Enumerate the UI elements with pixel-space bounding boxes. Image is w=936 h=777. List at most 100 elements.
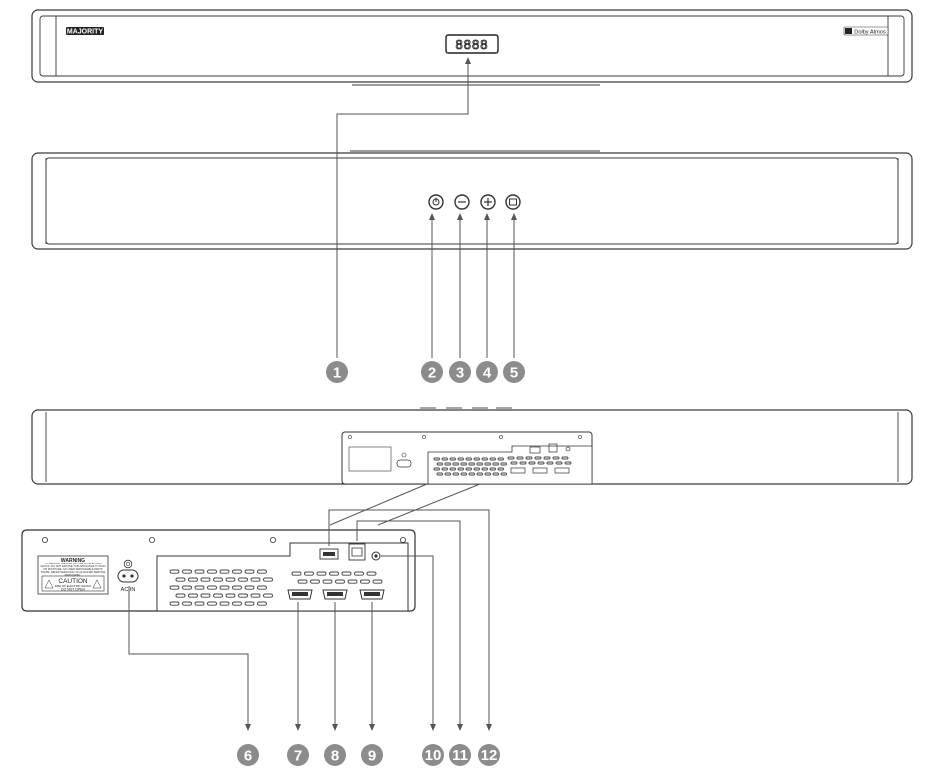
svg-text:1: 1 xyxy=(333,365,341,382)
vent-slot xyxy=(460,462,467,466)
vent-slot xyxy=(188,577,198,582)
vent-slot xyxy=(257,585,267,590)
vent-slot xyxy=(182,585,192,590)
power-button[interactable] xyxy=(428,194,444,210)
leader-lines xyxy=(128,57,517,731)
vent-slot xyxy=(213,593,223,598)
vent-slot xyxy=(537,461,545,465)
callout-1: 1 xyxy=(326,361,348,383)
vent-slot xyxy=(316,571,327,576)
vent-slot xyxy=(175,593,186,598)
vent-slot xyxy=(213,577,223,582)
vent-slot xyxy=(436,472,443,476)
vent-slot xyxy=(452,472,459,476)
vent-slot xyxy=(219,585,230,590)
vent-slot xyxy=(497,457,504,461)
vent-slot xyxy=(219,569,230,574)
usb-port[interactable] xyxy=(319,548,339,560)
callout-6: 6 xyxy=(237,744,259,766)
vent-slot xyxy=(310,579,320,584)
ac-in-port[interactable]: AC IN xyxy=(117,559,139,593)
display-digits: 8888 xyxy=(456,37,489,52)
zoom-lines xyxy=(329,483,481,526)
callout-9: 9 xyxy=(361,744,383,766)
vent-slot xyxy=(473,457,480,461)
vent-slot xyxy=(257,569,267,574)
vent-slot xyxy=(225,577,236,582)
vent-slot xyxy=(250,593,261,598)
vent-slot xyxy=(473,467,480,471)
callout-8: 8 xyxy=(324,744,346,766)
vent-slot xyxy=(457,457,464,461)
vent-slot xyxy=(297,579,308,584)
vent-slot xyxy=(232,601,242,606)
vent-slot xyxy=(225,593,236,598)
vent-slot xyxy=(175,577,186,582)
vent-slot xyxy=(481,457,488,461)
vent-slot xyxy=(465,467,472,471)
vent-slot xyxy=(500,472,507,476)
hdmi-port-2[interactable] xyxy=(322,589,348,600)
rear-panel-enlarged: WARNING TO REDUCE THE RISK OF FIRE OR EL… xyxy=(21,529,416,612)
svg-text:3: 3 xyxy=(456,365,464,382)
front-view-bar: MAJORITY Dolby Atmos 8888 xyxy=(31,9,913,86)
vent-slot xyxy=(219,601,230,606)
vent-slot xyxy=(484,462,491,466)
callout-11: 11 xyxy=(449,744,471,766)
vent-slot xyxy=(188,593,198,598)
vent-slot xyxy=(564,461,572,465)
vent-slot xyxy=(519,461,527,465)
vent-slot xyxy=(263,577,273,582)
vent-slot xyxy=(169,569,180,574)
svg-text:8: 8 xyxy=(331,748,339,765)
vent-slot xyxy=(449,467,456,471)
vent-slot xyxy=(257,601,267,606)
optical-port[interactable] xyxy=(348,543,366,561)
hdmi-port-3[interactable] xyxy=(359,589,385,600)
vent-slot xyxy=(207,569,217,574)
vent-slot xyxy=(465,457,472,461)
vent-slot xyxy=(500,462,507,466)
vent-slot xyxy=(244,585,255,590)
volume-up-button[interactable] xyxy=(480,194,496,210)
vent-slot xyxy=(354,571,364,576)
vent-slot xyxy=(555,461,563,465)
vent-slot xyxy=(263,593,273,598)
vent-slot xyxy=(444,472,451,476)
vent-slot xyxy=(441,467,448,471)
svg-text:6: 6 xyxy=(244,748,252,765)
hdmi-port-1[interactable] xyxy=(287,589,313,600)
vent-slot xyxy=(476,462,483,466)
vent-slot xyxy=(200,577,211,582)
back-view-bar xyxy=(31,407,913,485)
vent-slot xyxy=(291,571,302,576)
vent-slot xyxy=(304,571,314,576)
small-vent-grille xyxy=(433,456,572,476)
vent-slot xyxy=(200,593,211,598)
vent-slot xyxy=(238,593,248,598)
warning-body: TO REDUCE THE RISK OF FIRE OR ELECTRIC S… xyxy=(40,563,106,576)
callout-7: 7 xyxy=(287,744,309,766)
vent-slot xyxy=(516,456,524,460)
vent-slot xyxy=(322,579,333,584)
source-button[interactable] xyxy=(505,194,521,210)
svg-text:4: 4 xyxy=(483,365,492,382)
vent-slot xyxy=(360,579,370,584)
vent-slot xyxy=(372,579,383,584)
svg-text:2: 2 xyxy=(428,365,436,382)
vent-slot xyxy=(244,569,255,574)
vent-slot xyxy=(244,601,255,606)
brand-text: MAJORITY xyxy=(67,29,104,36)
aux-port[interactable] xyxy=(371,551,381,561)
vent-slot xyxy=(534,456,542,460)
vent-slot xyxy=(449,457,456,461)
vent-slot xyxy=(489,467,496,471)
svg-text:7: 7 xyxy=(294,748,302,765)
svg-text:11: 11 xyxy=(452,747,468,764)
vent-slot xyxy=(441,457,448,461)
vent-slot xyxy=(468,472,475,476)
vent-slot xyxy=(194,601,205,606)
vent-slot xyxy=(510,461,518,465)
volume-down-button[interactable] xyxy=(454,194,470,210)
callout-5: 5 xyxy=(503,361,525,383)
